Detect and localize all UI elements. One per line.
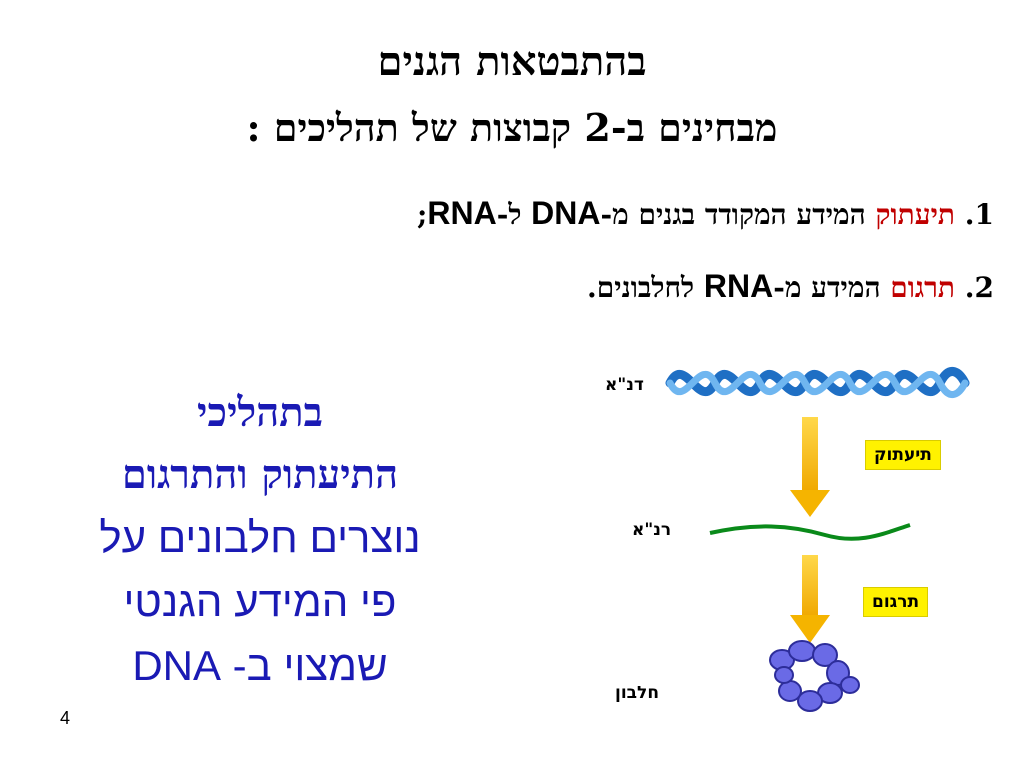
summary-line: שמצוי ב- DNA: [132, 642, 388, 689]
point-text: לחלבונים.: [587, 271, 695, 304]
summary-line: פי המידע הגנטי: [123, 578, 397, 625]
point-latin: DNA: [531, 195, 601, 231]
summary-text: בתהליכי התיעתוק והתרגום נוצרים חלבונים ע…: [40, 382, 480, 698]
point-text: ;: [417, 198, 428, 231]
point-transcription: 1. תיעתוק המידע המקודד בגנים מ-DNA ל-RNA…: [417, 195, 994, 232]
point-text: ל-: [496, 198, 522, 231]
summary-line: נוצרים חלבונים על: [99, 514, 421, 561]
gene-expression-diagram: דנ"א רנ"א חלבון תיעתוק תרגום: [570, 355, 970, 725]
point-latin: RNA: [703, 268, 774, 304]
down-arrow-icon: [790, 555, 830, 643]
slide-title: בהתבטאות הגנים: [377, 38, 647, 85]
translation-box: תרגום: [863, 587, 929, 617]
dna-label: דנ"א: [605, 375, 644, 395]
rna-label: רנ"א: [632, 520, 672, 540]
down-arrow-icon: [790, 417, 830, 517]
point-highlight: תיעתוק: [875, 198, 956, 231]
point-text: המידע מ-: [773, 271, 881, 304]
point-number: 1.: [964, 198, 994, 231]
rna-strand-icon: [709, 523, 911, 541]
transcription-box: תיעתוק: [865, 440, 941, 470]
point-latin: RNA: [427, 195, 497, 231]
diagram-graphic: [665, 367, 970, 712]
point-translation: 2. תרגום המידע מ-RNA לחלבונים.: [587, 268, 994, 305]
protein-icon: [769, 640, 860, 712]
dna-helix-icon: [665, 367, 970, 398]
summary-line: התיעתוק והתרגום: [121, 451, 399, 498]
point-text: המידע המקודד בגנים מ-: [600, 198, 866, 231]
summary-line: בתהליכי: [197, 389, 323, 436]
slide-subtitle: מבחינים ב-2 קבוצות של תהליכים :: [246, 105, 778, 150]
point-highlight: תרגום: [890, 271, 956, 304]
protein-label: חלבון: [615, 683, 660, 703]
page-number: 4: [60, 708, 71, 728]
point-number: 2.: [964, 271, 994, 304]
